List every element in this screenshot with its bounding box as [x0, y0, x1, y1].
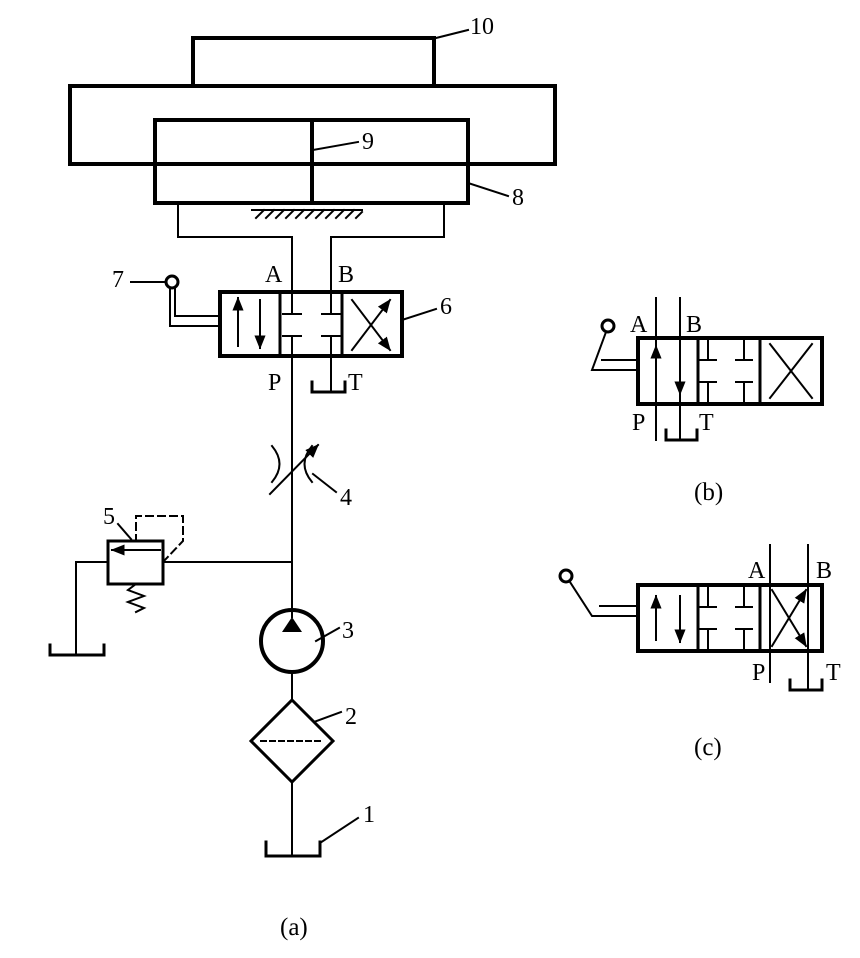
caption-a: (a)	[280, 914, 308, 941]
pump-3	[259, 608, 325, 701]
port-p-label-b: P	[632, 410, 645, 436]
port-b-label-b: B	[686, 312, 702, 338]
label-3: 3	[342, 618, 354, 644]
leader-lines	[116, 28, 510, 845]
caption-c: (c)	[694, 734, 722, 761]
fixed-ground-hatch	[251, 208, 364, 220]
port-p-label-c: P	[752, 660, 765, 686]
label-1: 1	[363, 802, 375, 828]
workpiece-block-10	[191, 36, 436, 88]
valve-position-b	[590, 297, 824, 442]
cylinder-port-lines	[177, 202, 445, 293]
tank-1	[264, 840, 322, 858]
port-p-label: P	[268, 370, 281, 396]
port-a-label: A	[265, 262, 283, 288]
caption-b: (b)	[694, 479, 723, 506]
label-5: 5	[103, 504, 115, 530]
label-2: 2	[345, 704, 357, 730]
label-6: 6	[440, 294, 452, 320]
label-4: 4	[340, 485, 352, 511]
directional-valve-6	[164, 274, 404, 358]
port-a-label-c: A	[748, 558, 766, 584]
label-7: 7	[112, 267, 124, 293]
port-b-label-c: B	[816, 558, 832, 584]
port-b-label: B	[338, 262, 354, 288]
relief-valve-5	[48, 515, 293, 657]
label-8: 8	[512, 185, 524, 211]
valve-position-c	[558, 544, 824, 692]
label-9: 9	[362, 129, 374, 155]
label-10: 10	[470, 14, 494, 40]
port-t-label: T	[348, 370, 363, 396]
port-t-label-c: T	[826, 660, 841, 686]
filter-2	[248, 697, 336, 857]
valve-tank-t	[310, 355, 347, 394]
port-t-label-b: T	[699, 410, 714, 436]
throttle-valve-4	[268, 443, 320, 496]
port-a-label-b: A	[630, 312, 648, 338]
